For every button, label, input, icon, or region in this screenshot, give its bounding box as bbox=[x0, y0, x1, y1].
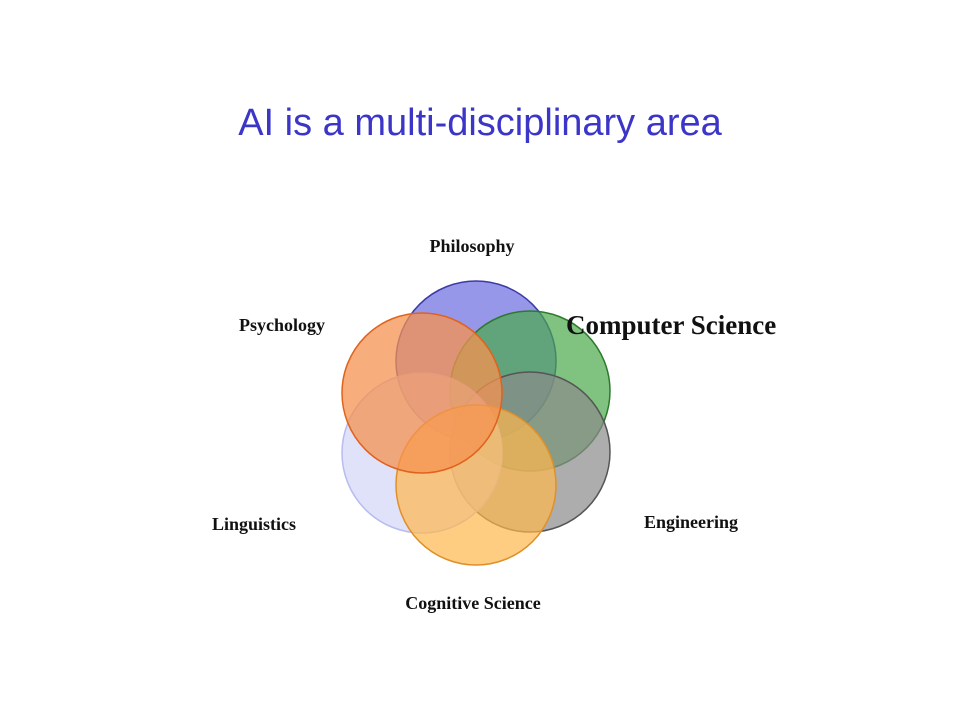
label-computer-science: Computer Science bbox=[566, 310, 776, 340]
label-psychology: Psychology bbox=[239, 315, 325, 335]
circle-psychology bbox=[341, 312, 503, 474]
label-philosophy: Philosophy bbox=[429, 236, 514, 256]
label-engineering: Engineering bbox=[644, 512, 738, 532]
label-linguistics: Linguistics bbox=[212, 514, 296, 534]
circle-layer bbox=[341, 280, 611, 566]
slide-title: AI is a multi-disciplinary area bbox=[238, 102, 722, 144]
label-layer: Philosophy Computer Science Engineering … bbox=[212, 236, 776, 613]
label-cognitive-science: Cognitive Science bbox=[405, 593, 540, 613]
